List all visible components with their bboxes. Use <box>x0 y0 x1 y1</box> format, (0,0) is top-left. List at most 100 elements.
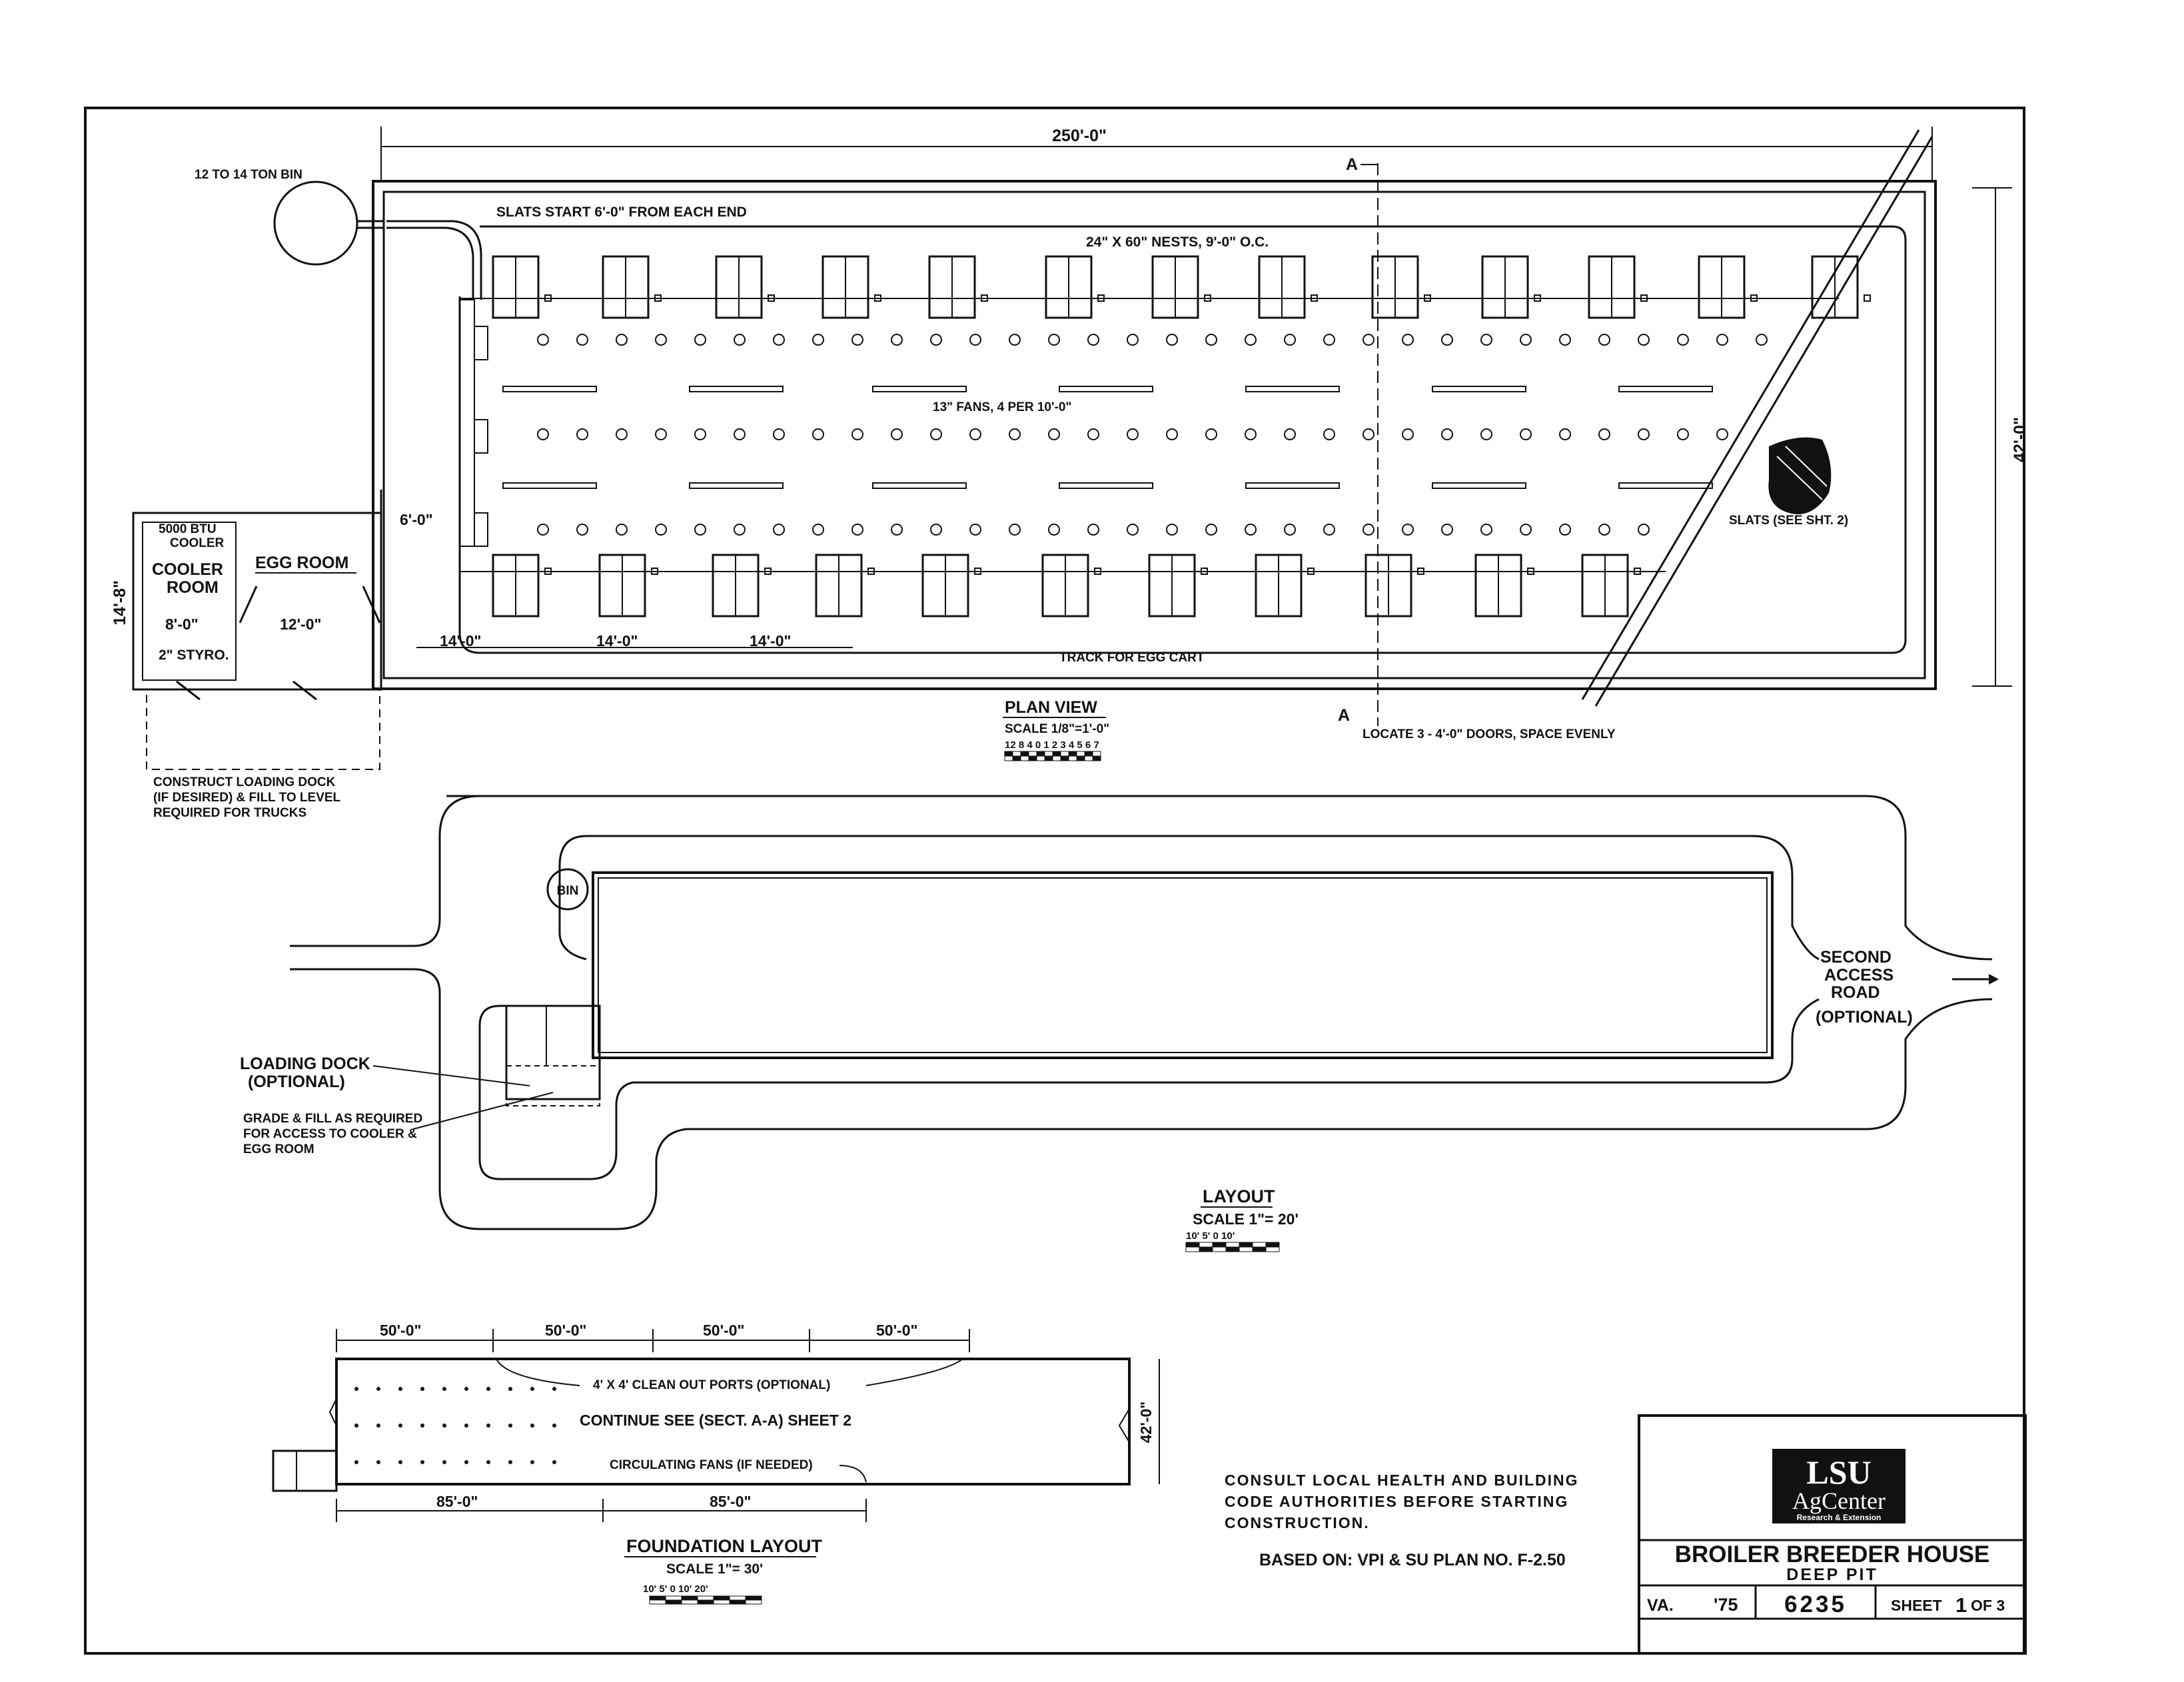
layout-dock-2: (OPTIONAL) <box>248 1072 345 1091</box>
scale-segment <box>697 1599 714 1605</box>
consult-note-1: CONSULT LOCAL HEALTH AND BUILDING <box>1225 1472 1579 1489</box>
fan <box>812 334 824 346</box>
road-outer-top <box>446 795 1993 961</box>
fdn-top-dim-1: 50'-0" <box>380 1322 421 1339</box>
grade-note-2: FOR ACCESS TO COOLER & <box>243 1127 417 1141</box>
nest-post <box>1307 568 1315 575</box>
fan <box>891 428 903 440</box>
scale-segment <box>713 1599 730 1605</box>
fan-dot <box>376 1460 380 1464</box>
egg-room-label: EGG ROOM <box>255 554 348 572</box>
fan <box>1166 334 1178 346</box>
fan <box>1441 334 1453 346</box>
feeder <box>1432 482 1526 489</box>
slat-detail-hatch <box>1768 437 1832 514</box>
drawing-subtitle: DEEP PIT <box>1786 1565 1878 1584</box>
nest-post <box>867 568 875 575</box>
fan <box>576 428 588 440</box>
feed-bin <box>273 181 358 266</box>
fan <box>773 524 785 536</box>
scale-segment <box>1225 1242 1240 1248</box>
plan-view-scale: SCALE 1/8"=1'-0" <box>1005 722 1109 736</box>
fdn-top-dim-3: 50'-0" <box>703 1322 744 1339</box>
consult-note-2: CODE AUTHORITIES BEFORE STARTING <box>1225 1493 1568 1510</box>
dim-cooler: 8'-0" <box>165 616 199 633</box>
scale-segment <box>1076 751 1085 757</box>
fan <box>1559 524 1571 536</box>
fan <box>1677 334 1689 346</box>
sheet-of: OF 3 <box>1971 1597 2005 1614</box>
fan-dot <box>486 1460 490 1464</box>
fan <box>773 428 785 440</box>
layout-title: LAYOUT <box>1203 1186 1275 1206</box>
fan <box>1520 428 1532 440</box>
fdn-width: 42'-0" <box>1137 1402 1155 1443</box>
logo-lsu-text: LSU <box>1806 1454 1871 1491</box>
fan <box>1402 428 1414 440</box>
dim-spacing-2: 14'-0" <box>596 632 638 649</box>
fan <box>851 524 863 536</box>
fan <box>694 334 706 346</box>
scale-segment <box>1020 751 1029 757</box>
fan <box>655 428 667 440</box>
nest-post <box>1750 294 1758 302</box>
feeder <box>1618 386 1713 392</box>
second-access-3: ROAD <box>1831 983 1880 1002</box>
fan <box>655 334 667 346</box>
fan <box>1009 334 1021 346</box>
fan <box>1087 334 1099 346</box>
grade-note-3: EGG ROOM <box>243 1142 314 1156</box>
fan <box>734 524 746 536</box>
foundation-scale-ticks: 10' 5' 0 10' 20' <box>643 1583 708 1595</box>
dim-spacing-1: 14'-0" <box>440 632 481 649</box>
scale-segment <box>745 1595 762 1601</box>
scale-segment <box>1239 1246 1253 1252</box>
fan <box>1441 524 1453 536</box>
layout-building <box>592 871 1774 1059</box>
fan <box>773 334 785 346</box>
foundation-layout: 50'-0" 50'-0" 50'-0" 50'-0" 85'-0" 85'-0… <box>272 1322 1160 1605</box>
scale-segment <box>1044 755 1053 761</box>
layout-bin-label: BIN <box>557 884 579 898</box>
fan <box>1559 428 1571 440</box>
fan <box>1716 334 1728 346</box>
scale-segment <box>745 1599 762 1605</box>
fan <box>1638 428 1650 440</box>
fan <box>694 524 706 536</box>
track-note: TRACK FOR EGG CART <box>1059 651 1205 665</box>
slats-ref-label: SLATS (SEE SHT. 2) <box>1729 514 1848 528</box>
scale-segment <box>1012 751 1021 757</box>
fan <box>1716 428 1728 440</box>
doors-note: LOCATE 3 - 4'-0" DOORS, SPACE EVENLY <box>1363 727 1616 741</box>
fan <box>1402 524 1414 536</box>
fan-dot <box>552 1424 556 1428</box>
cooler-capacity-1: 5000 BTU <box>159 522 217 536</box>
fan <box>537 524 549 536</box>
fan-dot <box>442 1460 446 1464</box>
feeder <box>689 482 784 489</box>
feeder <box>1245 482 1340 489</box>
plan-view-scale-ticks: 12 8 4 0 1 2 3 4 5 6 7 <box>1005 739 1099 751</box>
scale-segment <box>1092 755 1101 761</box>
fan-dot <box>354 1460 358 1464</box>
nest-post <box>764 568 772 575</box>
scale-segment <box>1004 751 1013 757</box>
fan <box>1559 334 1571 346</box>
scale-segment <box>681 1599 698 1605</box>
feeder <box>1059 482 1153 489</box>
fdn-fans-note: CIRCULATING FANS (IF NEEDED) <box>610 1458 813 1472</box>
fdn-bottom-dim-1: 85'-0" <box>436 1493 478 1510</box>
logo-tagline: Research & Extension <box>1797 1513 1882 1522</box>
fan-dot <box>508 1387 512 1391</box>
nest-post <box>1097 294 1105 302</box>
fan <box>1127 334 1139 346</box>
fan <box>1245 524 1257 536</box>
feeder <box>1432 386 1526 392</box>
fan-dot <box>552 1387 556 1391</box>
fan <box>616 524 628 536</box>
nest-post <box>1094 568 1101 575</box>
scale-segment <box>1028 755 1037 761</box>
scale-segment <box>1199 1242 1213 1248</box>
foundation-scale-bar <box>649 1595 762 1605</box>
